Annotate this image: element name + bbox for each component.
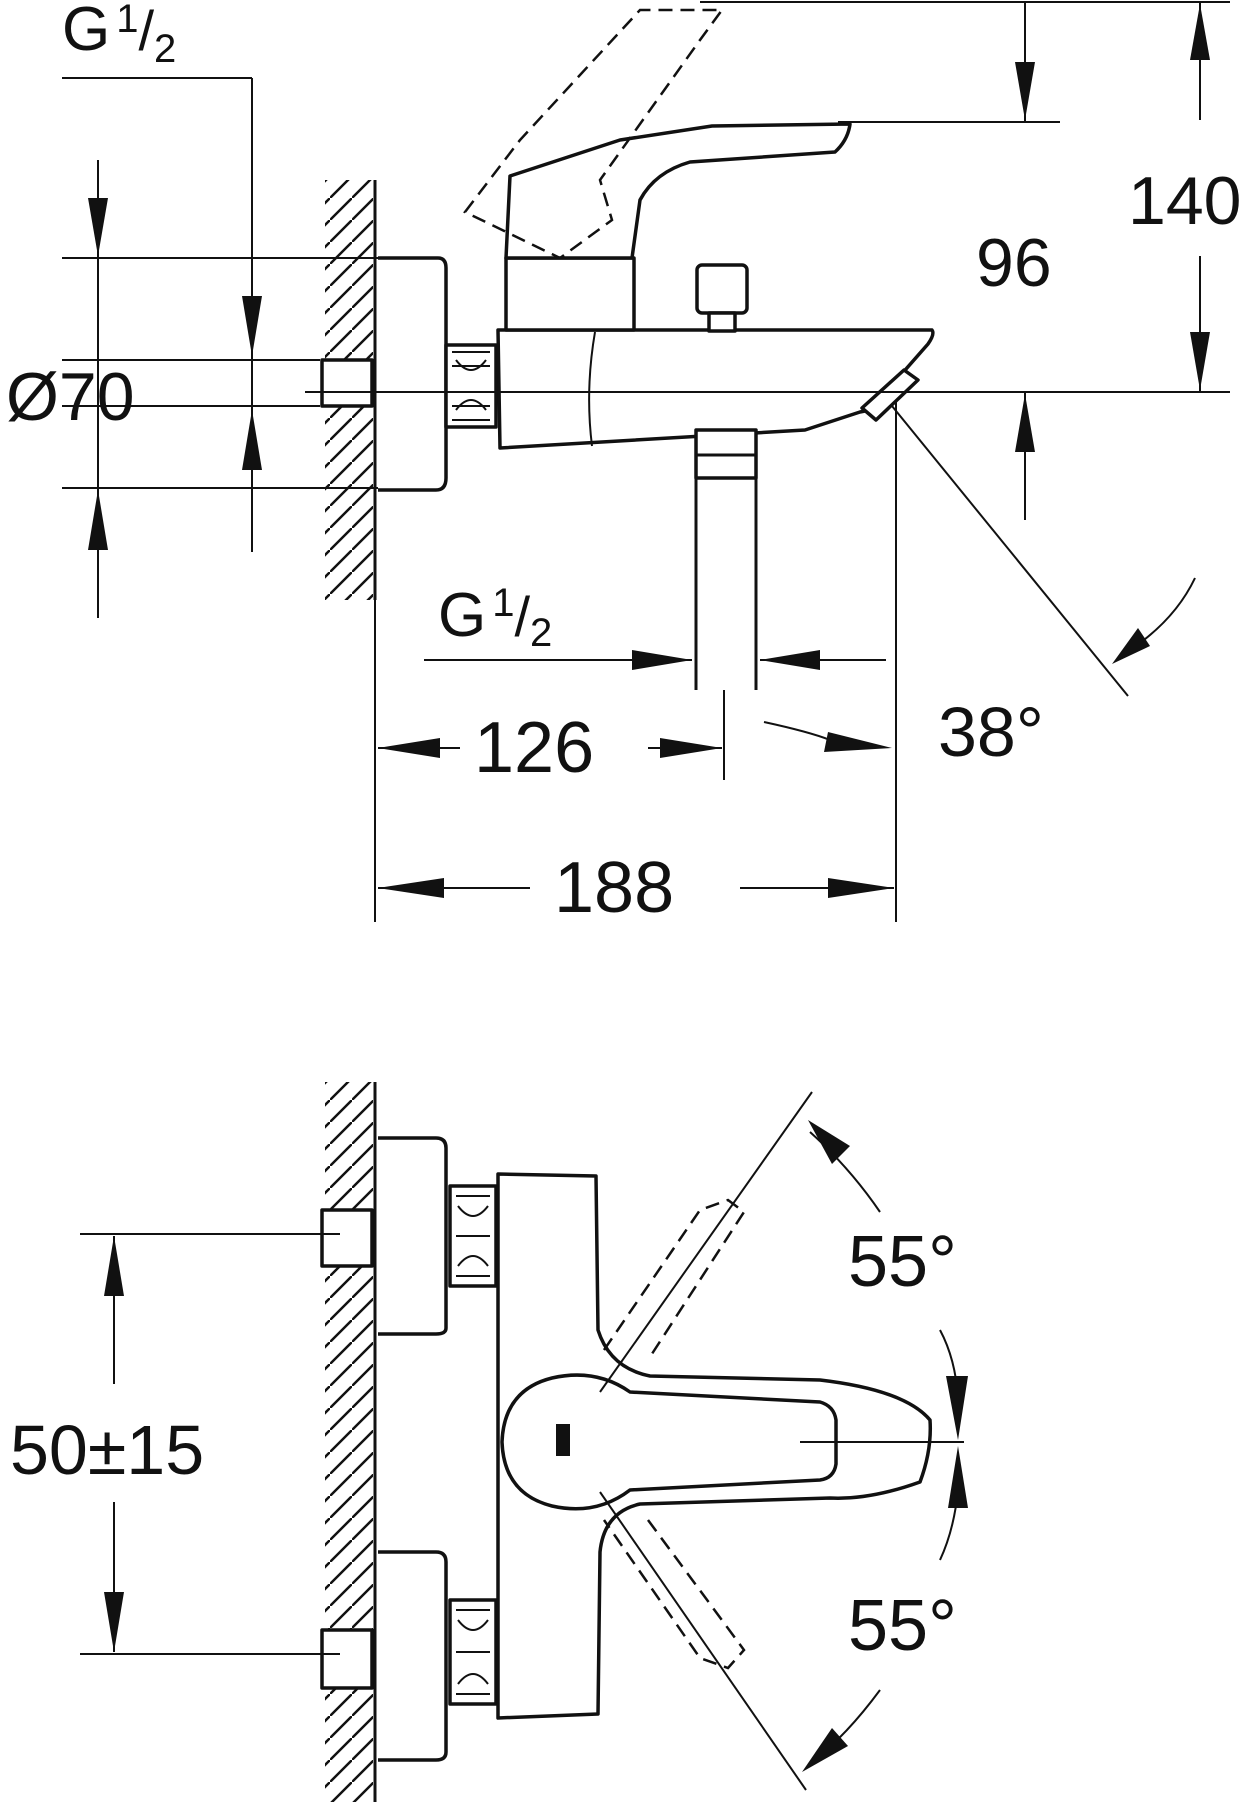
lever-rotated-dashed: [602, 1198, 746, 1361]
label-188: 188: [554, 848, 674, 928]
mixer-body-side: [496, 328, 935, 450]
dim-heights: [700, 1, 1230, 520]
side-view: [62, 1, 1230, 922]
spout-outlet: [860, 368, 920, 422]
lever-head-front[interactable]: [500, 1373, 838, 1511]
dim-thread-bottom: [424, 650, 886, 670]
pipe-stub: [320, 358, 374, 408]
label-height-96: 96: [976, 225, 1052, 301]
rosette-lower: [378, 1550, 448, 1762]
temperature-mark: [556, 1424, 570, 1456]
label-angle-upper: 55°: [848, 1222, 957, 1302]
label-diameter: Ø70: [6, 359, 135, 435]
dim-angle-38: [763, 405, 1196, 752]
label-126: 126: [474, 708, 594, 788]
label-angle-lower: 55°: [848, 1586, 957, 1666]
label-angle-38: 38°: [938, 693, 1044, 771]
lever-rotated-dashed-lower: [602, 1519, 746, 1670]
dim-50-15: [80, 1233, 340, 1655]
dim-thread-top: [62, 77, 320, 552]
dim-angle-upper: [599, 1091, 968, 1440]
hex-nut-upper: [448, 1184, 498, 1288]
label-50-15: 50±15: [10, 1411, 204, 1489]
wall-front: [325, 1082, 377, 1802]
wall-rosette: [378, 256, 448, 492]
dim-126: [374, 600, 725, 922]
rosette-upper: [378, 1136, 448, 1336]
stub-upper: [320, 1208, 374, 1268]
lever-alt-position: [463, 8, 725, 260]
lever-handle[interactable]: [504, 122, 852, 260]
dim-188: [378, 400, 897, 922]
label-height-140: 140: [1128, 163, 1241, 239]
dim-angle-lower: [599, 1446, 968, 1791]
stub-lower: [320, 1628, 374, 1690]
hex-nut-lower: [448, 1598, 498, 1706]
dim-diameter: [62, 160, 378, 618]
hex-nut-side: [444, 343, 498, 429]
front-view: [80, 1082, 968, 1802]
diverter-knob[interactable]: [695, 263, 749, 315]
cartridge-housing: [504, 256, 636, 332]
